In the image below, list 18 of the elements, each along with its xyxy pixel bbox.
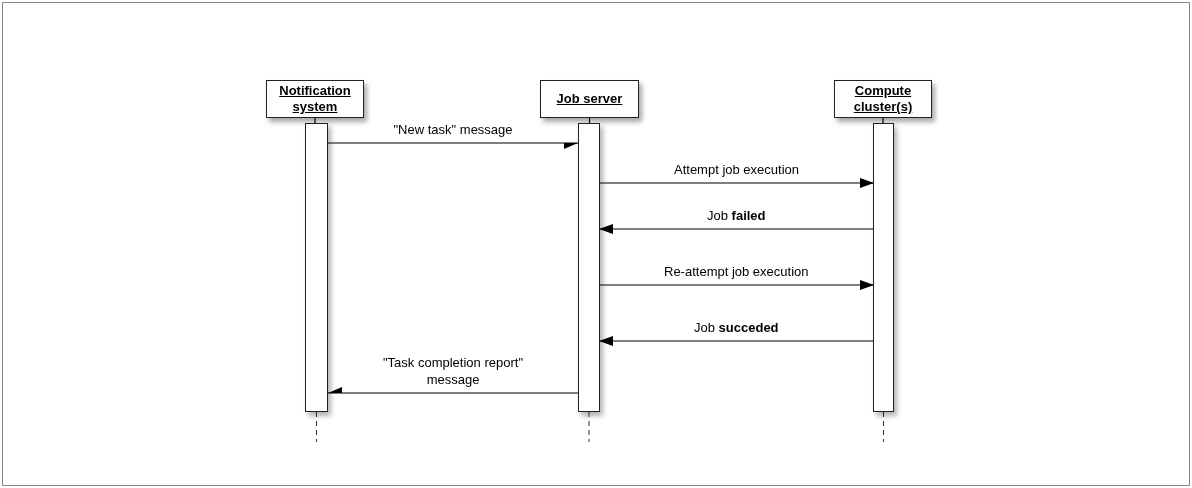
participant-name: Compute cluster(s) [852,83,914,115]
activation-bar [578,123,600,412]
participant-box [266,80,364,118]
message-arrow [327,387,579,394]
message-arrow [599,336,874,346]
lifeline [882,117,884,124]
message-arrow [599,178,874,188]
lifeline [314,117,316,124]
participant-name: Job server [556,91,623,107]
message-arrow [327,142,579,149]
activation-bar [305,123,328,412]
participant-box [834,80,932,118]
participant-box [540,80,639,118]
message-arrow [599,280,874,290]
message-arrow [599,224,874,234]
activation-bar [873,123,894,412]
lifeline [588,117,591,124]
participant-name: Notification system [278,83,352,115]
